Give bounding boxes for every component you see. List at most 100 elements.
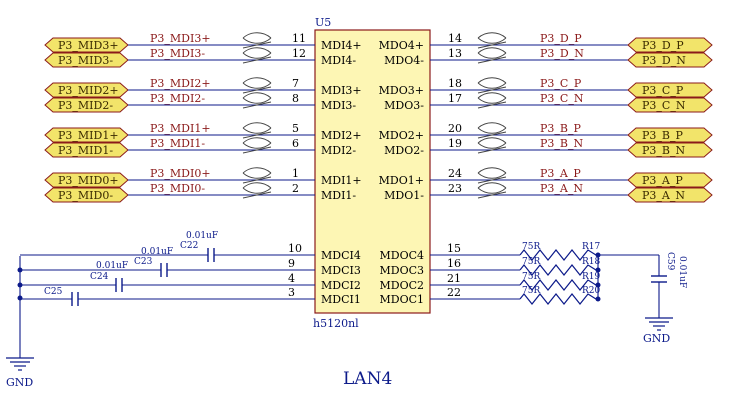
capacitor-value: 0.01uF	[186, 231, 218, 241]
net-port-label: P3_MID1-	[58, 144, 113, 157]
net-port-label: P3_D_P	[642, 39, 684, 52]
pin-name: MDI1-	[321, 189, 356, 202]
net-port-label: P3_MID0+	[58, 174, 119, 187]
pin-name: MDCI4	[321, 249, 361, 262]
net-port-P3_C_P[interactable]	[627, 82, 713, 98]
net-port-label: P3_C_P	[642, 84, 684, 97]
net-port-P3_B_N[interactable]	[627, 142, 713, 158]
pin-name: MDO1+	[379, 174, 424, 187]
net-port-P3_D_N[interactable]	[627, 52, 713, 68]
twisted-pair-marker-icon	[242, 32, 272, 49]
twisted-pair-marker-icon	[477, 137, 507, 154]
chip-designator: U5	[315, 16, 331, 29]
net-port-label: P3_MID3+	[58, 39, 119, 52]
net-port-label: P3_D_N	[642, 54, 686, 67]
twisted-pair-marker-icon	[477, 77, 507, 94]
right-common-node: C59 0.01uF GND	[595, 252, 687, 345]
pin-number: 22	[447, 286, 461, 299]
net-label: P3_D_P	[540, 32, 582, 45]
net-label: P3_A_P	[540, 167, 581, 180]
net-port-label: P3_A_P	[642, 174, 683, 187]
net-label: P3_D_N	[540, 47, 584, 60]
net-label: P3_MDI3+	[150, 32, 211, 45]
capacitor-C25[interactable]: C25	[20, 287, 315, 306]
pin-number: 17	[448, 92, 462, 105]
pin-number: 8	[292, 92, 299, 105]
net-port-label: P3_MID0-	[58, 189, 113, 202]
twisted-pair-marker-icon	[242, 122, 272, 139]
net-port-P3_A_P[interactable]	[627, 172, 713, 188]
capacitor-value: 0.01uF	[141, 247, 173, 257]
net-port-P3_C_N[interactable]	[627, 97, 713, 113]
twisted-pair-marker-icon	[477, 182, 507, 199]
net-port-P3_A_N[interactable]	[627, 187, 713, 203]
pin-number: 12	[292, 47, 306, 60]
net-port-P3_D_P[interactable]	[627, 37, 713, 53]
twisted-pair-marker-icon	[242, 137, 272, 154]
resistor-R17[interactable]: 75R R17	[430, 242, 601, 261]
resistor-ref: R17	[582, 242, 601, 252]
pin-number: 10	[288, 242, 302, 255]
net-port-label: P3_MID1+	[58, 129, 119, 142]
twisted-pair-marker-icon	[242, 77, 272, 94]
net-port-label: P3_C_N	[642, 99, 686, 112]
pin-number: 16	[447, 257, 461, 270]
resistor-value: 75R	[522, 272, 540, 282]
pin-name: MDCI3	[321, 264, 361, 277]
pin-name: MDI1+	[321, 174, 362, 187]
twisted-pair-marker-icon	[477, 167, 507, 184]
pin-name: MDOC2	[379, 279, 424, 292]
net-label: P3_C_P	[540, 77, 582, 90]
resistor-value: 75R	[522, 286, 540, 296]
pin-number: 5	[292, 122, 299, 135]
net-port-label: P3_MID3-	[58, 54, 113, 67]
net-port-label: P3_A_N	[642, 189, 685, 202]
net-label: P3_MDI1+	[150, 122, 211, 135]
net-label: P3_A_N	[540, 182, 583, 195]
pin-number: 14	[448, 32, 462, 45]
pin-name: MDO4-	[384, 54, 424, 67]
net-label: P3_MDI3-	[150, 47, 205, 60]
capacitor-ref: C23	[134, 257, 153, 267]
capacitor-ref: C25	[44, 287, 63, 297]
pin-name: MDO3-	[384, 99, 424, 112]
pin-name: MDO3+	[379, 84, 424, 97]
pin-number: 1	[292, 167, 299, 180]
left-ground-rail: GND	[6, 256, 34, 389]
pin-number: 7	[292, 77, 299, 90]
capacitor-ref: C22	[180, 241, 198, 251]
twisted-pair-marker-icon	[242, 92, 272, 109]
twisted-pair-marker-icon	[477, 47, 507, 64]
pin-name: MDO2+	[379, 129, 424, 142]
pin-name: MDOC3	[379, 264, 424, 277]
net-port-label: P3_B_P	[642, 129, 683, 142]
pin-number: 18	[448, 77, 462, 90]
net-port-P3_B_P[interactable]	[627, 127, 713, 143]
chip-u5-body[interactable]	[314, 29, 431, 314]
pin-number: 15	[447, 242, 461, 255]
resistor-value: 75R	[522, 242, 540, 252]
twisted-pair-marker-icon	[477, 32, 507, 49]
left-ground-symbol	[6, 357, 34, 371]
pin-number: 3	[288, 286, 295, 299]
resistor-ref: R18	[582, 257, 601, 267]
net-port-label: P3_MID2+	[58, 84, 119, 97]
net-label: P3_B_P	[540, 122, 581, 135]
